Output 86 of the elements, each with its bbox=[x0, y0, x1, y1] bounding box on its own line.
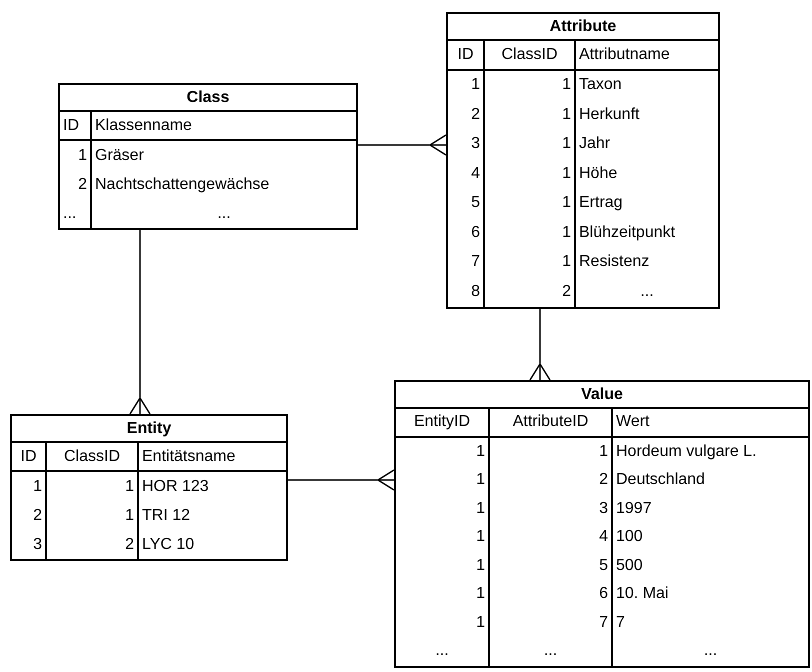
table-cell: 1 bbox=[47, 501, 139, 530]
table-cell-text: Herkunft bbox=[578, 104, 640, 125]
relationship-line bbox=[358, 134, 447, 156]
table-cell: 5 bbox=[490, 552, 613, 580]
column-header: ClassID bbox=[485, 41, 576, 70]
table-cell: 1 bbox=[485, 159, 576, 188]
table-cell: 2 bbox=[485, 277, 576, 306]
table-cell-text: ... bbox=[216, 204, 232, 224]
table-cell: ... bbox=[396, 637, 490, 666]
table-cell-text: 10. Mai bbox=[615, 584, 670, 604]
table-title: Attribute bbox=[448, 14, 718, 41]
table-cell: 1 bbox=[396, 552, 490, 580]
table-cell: 1 bbox=[448, 70, 485, 100]
table-cell: 1 bbox=[396, 523, 490, 552]
table-title: Value bbox=[396, 382, 808, 409]
column-header: Attributname bbox=[576, 41, 718, 70]
entity-table bbox=[10, 414, 288, 561]
relationship-line bbox=[288, 469, 395, 491]
column-header: ID bbox=[60, 112, 92, 141]
attribute-table bbox=[446, 12, 720, 308]
table-cell: 6 bbox=[448, 218, 485, 248]
table-cell-text: Taxon bbox=[578, 75, 623, 96]
table-cell-text: Höhe bbox=[578, 164, 618, 184]
table-cell: 2 bbox=[490, 466, 613, 494]
table-cell-text: Resistenz bbox=[578, 252, 650, 272]
table-cell-text: 500 bbox=[615, 556, 644, 576]
table-cell: 1 bbox=[485, 130, 576, 159]
table-cell-text: 1997 bbox=[615, 498, 653, 519]
column-header: AttributeID bbox=[490, 409, 613, 438]
table-cell: 1 bbox=[485, 188, 576, 218]
column-header: Entitätsname bbox=[139, 443, 286, 472]
table-title: Entity bbox=[12, 416, 286, 443]
table-cell: 1 bbox=[396, 608, 490, 637]
table-cell-text: ... bbox=[639, 282, 655, 302]
table-cell: 3 bbox=[490, 494, 613, 523]
table-cell: 7 bbox=[490, 608, 613, 637]
table-cell: 1 bbox=[12, 472, 47, 501]
table-cell: 2 bbox=[448, 100, 485, 130]
table-cell: 1 bbox=[490, 438, 613, 466]
table-cell-text: LYC 10 bbox=[141, 534, 196, 554]
class-table bbox=[58, 83, 358, 230]
table-cell: 2 bbox=[12, 501, 47, 530]
table-cell: 1 bbox=[396, 580, 490, 608]
table-cell-text: Gräser bbox=[94, 146, 145, 166]
table-cell: 4 bbox=[490, 523, 613, 552]
table-cell: 1 bbox=[60, 141, 92, 170]
table-cell: 4 bbox=[448, 159, 485, 188]
table-cell-text: Ertrag bbox=[578, 193, 624, 214]
table-cell: 7 bbox=[448, 248, 485, 277]
table-cell: 6 bbox=[490, 580, 613, 608]
table-title: Class bbox=[60, 85, 356, 112]
table-cell-text: HOR 123 bbox=[141, 476, 210, 496]
table-cell-text: Hordeum vulgare L. bbox=[615, 442, 758, 462]
table-cell-text: TRI 12 bbox=[141, 506, 192, 526]
value-table bbox=[394, 380, 810, 668]
column-header: EntityID bbox=[396, 409, 490, 438]
column-header: Klassenname bbox=[92, 112, 356, 141]
table-cell-text: Nachtschattengewächse bbox=[94, 174, 270, 194]
table-cell: 3 bbox=[448, 130, 485, 159]
table-cell-text: ... bbox=[702, 641, 718, 662]
column-header: ClassID bbox=[47, 443, 139, 472]
table-cell: 2 bbox=[60, 170, 92, 199]
column-header: ID bbox=[12, 443, 47, 472]
table-cell: 1 bbox=[396, 466, 490, 494]
table-cell-text: Blühzeitpunkt bbox=[578, 222, 676, 243]
table-cell-text: 7 bbox=[615, 612, 626, 633]
table-cell: 5 bbox=[448, 188, 485, 218]
table-cell: 1 bbox=[485, 218, 576, 248]
relationship-line bbox=[129, 230, 151, 415]
table-cell: 1 bbox=[485, 248, 576, 277]
table-cell: ... bbox=[490, 637, 613, 666]
table-cell: 2 bbox=[47, 530, 139, 559]
table-cell: 1 bbox=[47, 472, 139, 501]
table-cell-text: Deutschland bbox=[615, 470, 706, 490]
table-cell-text: 100 bbox=[615, 527, 644, 548]
relationship-line bbox=[529, 308, 551, 381]
table-cell: 3 bbox=[12, 530, 47, 559]
table-cell: 1 bbox=[396, 494, 490, 523]
column-header: Wert bbox=[613, 409, 808, 438]
table-cell: ... bbox=[60, 199, 92, 228]
table-cell: 1 bbox=[396, 438, 490, 466]
table-cell: 1 bbox=[485, 100, 576, 130]
table-cell-text: Jahr bbox=[578, 134, 612, 154]
column-header: ID bbox=[448, 41, 485, 70]
table-cell: 1 bbox=[485, 70, 576, 100]
table-cell: 8 bbox=[448, 277, 485, 306]
